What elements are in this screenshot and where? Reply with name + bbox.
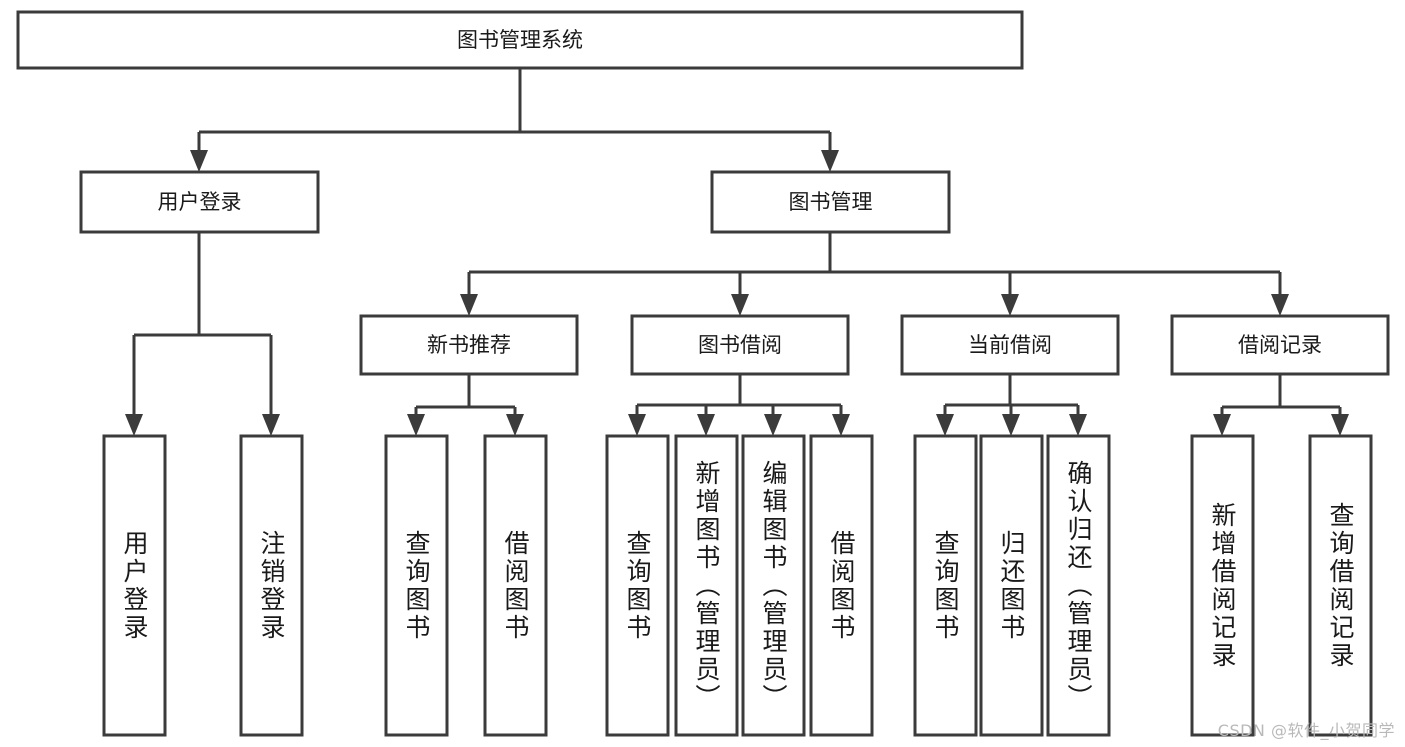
node-leaf-query-record-rect[interactable] <box>1308 434 1373 737</box>
arrow-head-icon <box>764 414 782 436</box>
arrow-head-icon <box>125 414 143 436</box>
node-leaf-confirm-return-rect[interactable] <box>1046 434 1111 737</box>
node-current-borrow-rect[interactable] <box>900 314 1120 376</box>
node-leaf-query-book-rec[interactable] <box>384 434 449 737</box>
arrow-head-icon <box>1271 294 1289 316</box>
node-leaf-borrow-book-bor-rect[interactable] <box>809 434 874 737</box>
node-root[interactable]: 图书管理系统 <box>16 10 1024 70</box>
node-leaf-query-record[interactable] <box>1308 434 1373 737</box>
node-new-book-recommend-label: 新书推荐 <box>427 333 511 357</box>
node-leaf-query-book-cur-rect[interactable] <box>913 434 978 737</box>
node-leaf-user-login-rect[interactable] <box>102 434 167 737</box>
node-user-login-rect[interactable] <box>79 170 320 234</box>
node-leaf-logout[interactable] <box>239 434 304 737</box>
node-leaf-return-book-rect[interactable] <box>979 434 1044 737</box>
node-book-borrow-rect[interactable] <box>630 314 850 376</box>
arrow-head-icon <box>506 414 524 436</box>
arrow-head-icon <box>697 414 715 436</box>
node-book-manage-rect[interactable] <box>710 170 951 234</box>
node-book-borrow[interactable]: 图书借阅 <box>630 314 850 376</box>
arrow-head-icon <box>190 150 208 172</box>
node-leaf-edit-book[interactable] <box>741 434 806 737</box>
node-root-rect[interactable] <box>16 10 1024 70</box>
node-leaf-add-record[interactable] <box>1190 434 1255 737</box>
arrow-head-icon <box>1001 294 1019 316</box>
node-leaf-borrow-book-rec-rect[interactable] <box>483 434 548 737</box>
arrow-head-icon <box>1069 414 1087 436</box>
node-leaf-logout-rect[interactable] <box>239 434 304 737</box>
arrow-head-icon <box>936 414 954 436</box>
connector-new-book-recommend-to-leaves <box>407 374 524 436</box>
connector-root-to-level2 <box>190 68 839 172</box>
arrow-head-icon <box>460 294 478 316</box>
connector-book-borrow-to-leaves <box>628 374 850 436</box>
node-book-manage-label: 图书管理 <box>789 190 873 214</box>
node-current-borrow[interactable]: 当前借阅 <box>900 314 1120 376</box>
watermark: CSDN @软件_小贺同学 <box>1217 721 1395 740</box>
arrow-head-icon <box>821 150 839 172</box>
node-borrow-record[interactable]: 借阅记录 <box>1170 314 1390 376</box>
node-new-book-recommend-rect[interactable] <box>359 314 579 376</box>
node-leaf-add-record-rect[interactable] <box>1190 434 1255 737</box>
arrow-head-icon <box>262 414 280 436</box>
node-root-label: 图书管理系统 <box>457 28 583 52</box>
connector-borrow-record-to-leaves <box>1213 374 1349 436</box>
node-borrow-record-rect[interactable] <box>1170 314 1390 376</box>
node-book-borrow-label: 图书借阅 <box>698 333 782 357</box>
node-leaf-query-book-bor-rect[interactable] <box>605 434 670 737</box>
arrow-head-icon <box>1002 414 1020 436</box>
node-leaf-query-book-rec-rect[interactable] <box>384 434 449 737</box>
arrow-head-icon <box>731 294 749 316</box>
node-book-manage[interactable]: 图书管理 <box>710 170 951 234</box>
connector-layer <box>125 68 1349 436</box>
node-borrow-record-label: 借阅记录 <box>1238 333 1322 357</box>
node-leaf-query-book-bor[interactable] <box>605 434 670 737</box>
arrow-head-icon <box>1213 414 1231 436</box>
node-leaf-add-book[interactable] <box>674 434 739 737</box>
node-leaf-return-book[interactable] <box>979 434 1044 737</box>
node-leaf-borrow-book-bor[interactable] <box>809 434 874 737</box>
connector-book-manage-to-level3 <box>460 232 1289 316</box>
node-current-borrow-label: 当前借阅 <box>968 333 1052 357</box>
node-leaf-confirm-return[interactable] <box>1046 434 1111 737</box>
node-leaf-query-book-cur[interactable] <box>913 434 978 737</box>
arrow-head-icon <box>832 414 850 436</box>
arrow-head-icon <box>1331 414 1349 436</box>
node-new-book-recommend[interactable]: 新书推荐 <box>359 314 579 376</box>
node-leaf-user-login[interactable] <box>102 434 167 737</box>
node-leaf-add-book-rect[interactable] <box>674 434 739 737</box>
node-user-login[interactable]: 用户登录 <box>79 170 320 234</box>
node-leaf-edit-book-rect[interactable] <box>741 434 806 737</box>
arrow-head-icon <box>628 414 646 436</box>
node-user-login-label: 用户登录 <box>158 190 242 214</box>
connector-user-login-to-leaves <box>125 232 280 436</box>
node-leaf-borrow-book-rec[interactable] <box>483 434 548 737</box>
connector-current-borrow-to-leaves <box>936 374 1087 436</box>
arrow-head-icon <box>407 414 425 436</box>
